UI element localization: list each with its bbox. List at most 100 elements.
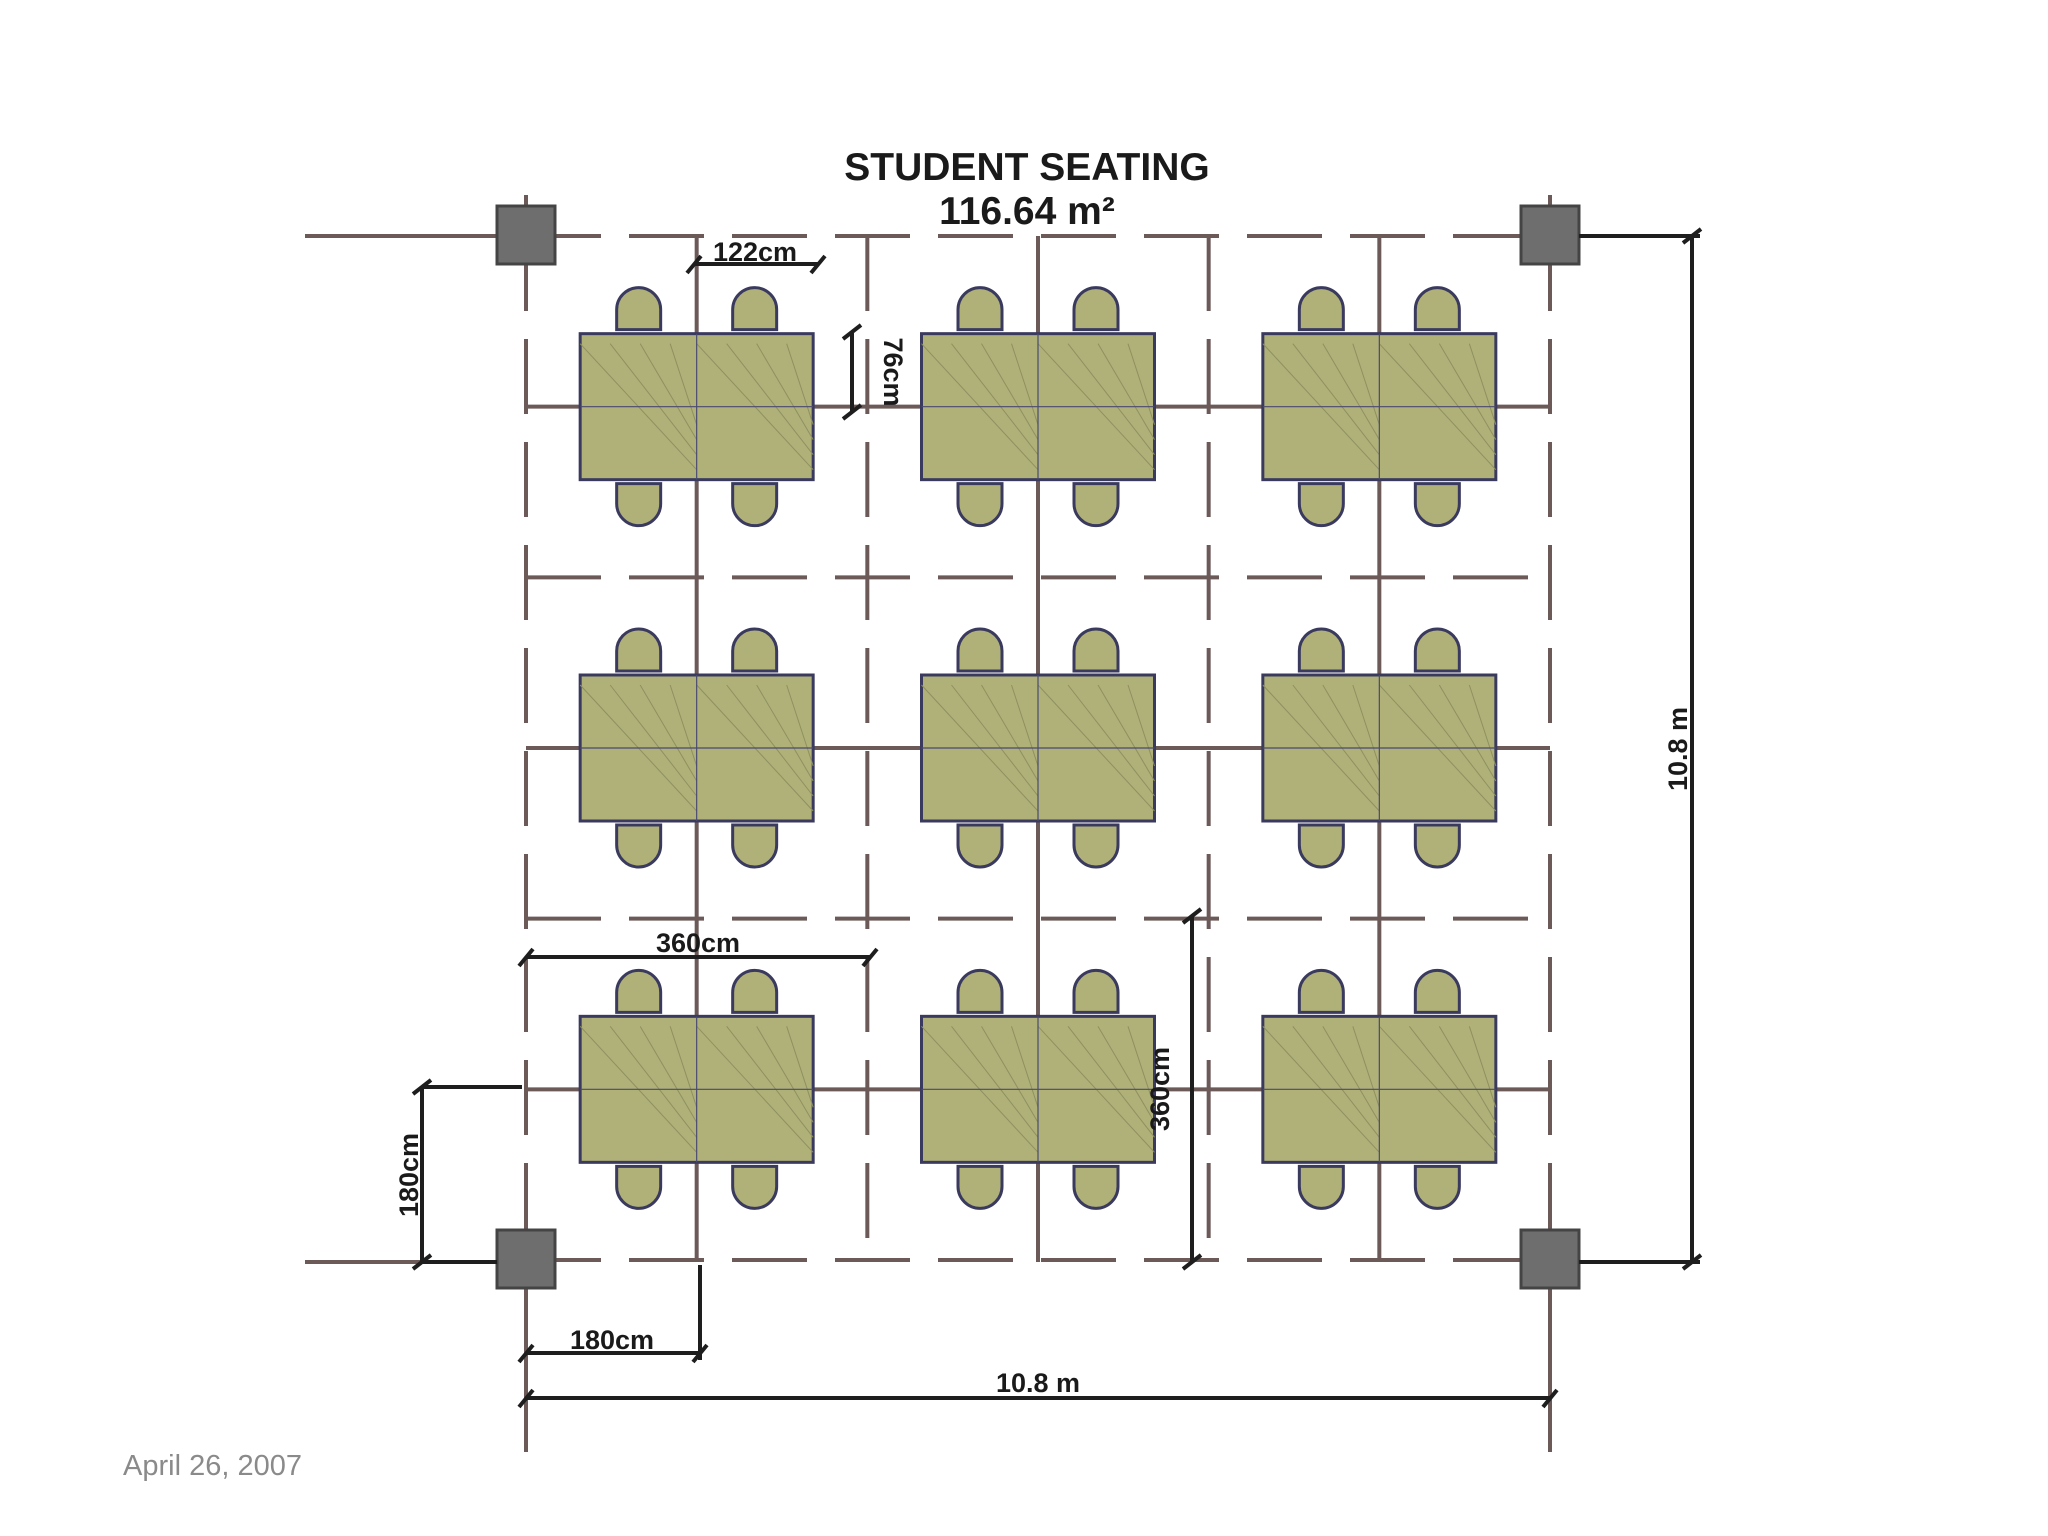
columns: [495, 204, 1581, 1290]
table-groups: [578, 286, 1498, 1210]
column-bottom-left: [495, 1228, 557, 1290]
dim-label-overall-height: 10.8 m: [1663, 707, 1693, 791]
table-hatch: [1322, 1026, 1380, 1123]
chair: [1413, 627, 1461, 673]
dim-tick: [1541, 1388, 1559, 1409]
chair: [731, 627, 779, 673]
chair: [1413, 286, 1461, 332]
table-hatch: [639, 684, 698, 782]
chair: [615, 1164, 663, 1210]
column-bottom-right: [1519, 1228, 1581, 1290]
table-hatch: [1438, 1026, 1497, 1123]
table-hatch: [756, 343, 814, 440]
chair: [1072, 1164, 1120, 1210]
dim-tick: [691, 1343, 709, 1364]
chair: [956, 482, 1004, 528]
chair: [615, 823, 663, 869]
chair: [956, 627, 1004, 673]
table-group: [578, 627, 815, 869]
dim-tick: [411, 1078, 433, 1096]
dim-label-half-vertical: 180cm: [394, 1133, 424, 1217]
table-hatch: [1352, 343, 1380, 425]
table-hatch: [1067, 1026, 1155, 1138]
chair: [731, 482, 779, 528]
table-hatch: [1127, 684, 1155, 767]
table-hatch: [1408, 684, 1497, 797]
dim-tick: [861, 947, 879, 968]
dim-label-table-width: 122cm: [713, 237, 797, 267]
table-hatch: [726, 1026, 814, 1138]
dim-label-overall-width: 10.8 m: [996, 1368, 1080, 1398]
table-group: [1261, 968, 1498, 1210]
table-hatch: [1292, 343, 1380, 455]
chair: [1072, 482, 1120, 528]
table-hatch: [669, 684, 698, 767]
chair: [615, 968, 663, 1014]
table-hatch: [1097, 1026, 1155, 1123]
chair: [1413, 482, 1461, 528]
table-group: [920, 968, 1156, 1210]
column-top-left: [495, 204, 557, 266]
dim-tick: [841, 403, 863, 421]
table-hatch: [756, 1026, 814, 1123]
chair: [1413, 968, 1461, 1014]
table-hatch: [1408, 343, 1497, 455]
dim-tick: [685, 254, 703, 275]
table-hatch: [951, 684, 1039, 797]
column-top-right: [1519, 204, 1581, 266]
table-group: [920, 286, 1156, 528]
table-hatch: [1067, 684, 1155, 797]
dim-tick: [1681, 227, 1703, 245]
chair: [1297, 627, 1345, 673]
table-hatch: [609, 684, 698, 797]
dim-tick: [1181, 1253, 1203, 1271]
table-hatch: [756, 684, 814, 782]
table-hatch: [1468, 684, 1497, 767]
chair: [956, 286, 1004, 332]
table-group: [578, 286, 815, 528]
table-hatch: [1322, 684, 1380, 782]
table-hatch: [1408, 1026, 1497, 1138]
table-hatch: [951, 343, 1039, 455]
chair: [731, 286, 779, 332]
dim-tick: [809, 254, 827, 275]
table-group: [1261, 627, 1498, 869]
table-hatch: [786, 343, 814, 425]
table-hatch: [1352, 684, 1380, 767]
dimension-lines: 122cm 76cm 360cm 360cm 180cm 180cm: [394, 227, 1703, 1409]
table-hatch: [981, 1026, 1039, 1123]
chair: [956, 1164, 1004, 1210]
table-hatch: [1067, 343, 1155, 455]
table-hatch: [1322, 343, 1380, 440]
table-group: [920, 627, 1156, 869]
table-hatch: [1011, 1026, 1039, 1108]
chair: [615, 482, 663, 528]
table-hatch: [639, 1026, 698, 1123]
dim-label-half-horizontal: 180cm: [570, 1325, 654, 1355]
table-hatch: [786, 1026, 814, 1108]
dim-tick: [1681, 1253, 1703, 1271]
chair: [1413, 1164, 1461, 1210]
table-group: [578, 968, 815, 1210]
chair: [731, 968, 779, 1014]
chair: [1413, 823, 1461, 869]
table-hatch: [669, 343, 698, 425]
chair: [731, 823, 779, 869]
chair: [615, 627, 663, 673]
dim-label-table-depth: 76cm: [878, 337, 908, 406]
table-hatch: [1011, 343, 1039, 425]
table-hatch: [669, 1026, 698, 1108]
table-hatch: [1292, 1026, 1380, 1138]
table-hatch: [1468, 343, 1497, 425]
chair: [1297, 286, 1345, 332]
table-hatch: [1438, 684, 1497, 782]
table-hatch: [1468, 1026, 1497, 1108]
chair: [1297, 482, 1345, 528]
dim-tick: [1181, 907, 1203, 925]
table-hatch: [1097, 343, 1155, 440]
table-hatch: [981, 684, 1039, 782]
table-hatch: [786, 684, 814, 767]
chair: [1297, 1164, 1345, 1210]
footer-date: April 26, 2007: [123, 1450, 302, 1482]
chair: [1072, 968, 1120, 1014]
